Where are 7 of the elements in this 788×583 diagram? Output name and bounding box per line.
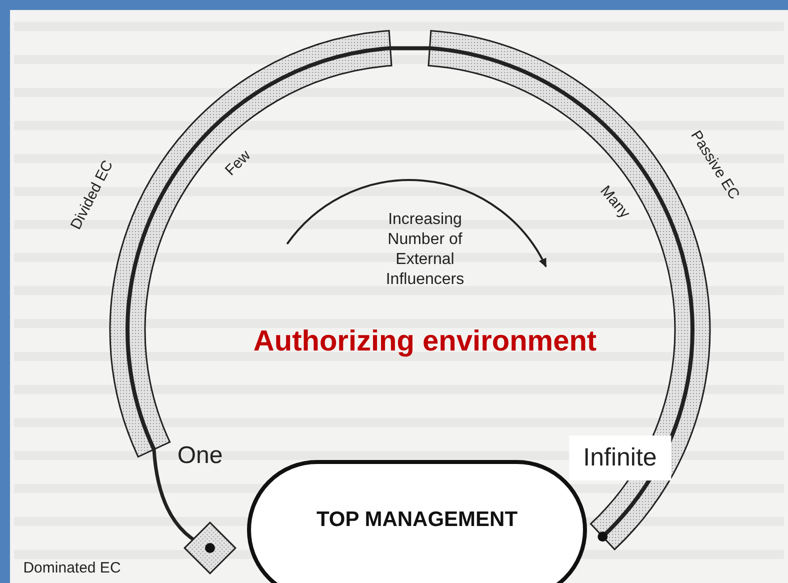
diagram-heading: Authorizing environment <box>253 326 597 358</box>
band-label: Dominated EC <box>23 560 121 576</box>
scale-label: One <box>177 442 223 470</box>
node-label: TOP MANAGEMENT <box>315 508 519 532</box>
scale-label: Infinite <box>569 436 671 480</box>
arrow-caption: Increasing Number of External Influencers <box>384 210 466 290</box>
scale-label: Few <box>222 146 254 180</box>
